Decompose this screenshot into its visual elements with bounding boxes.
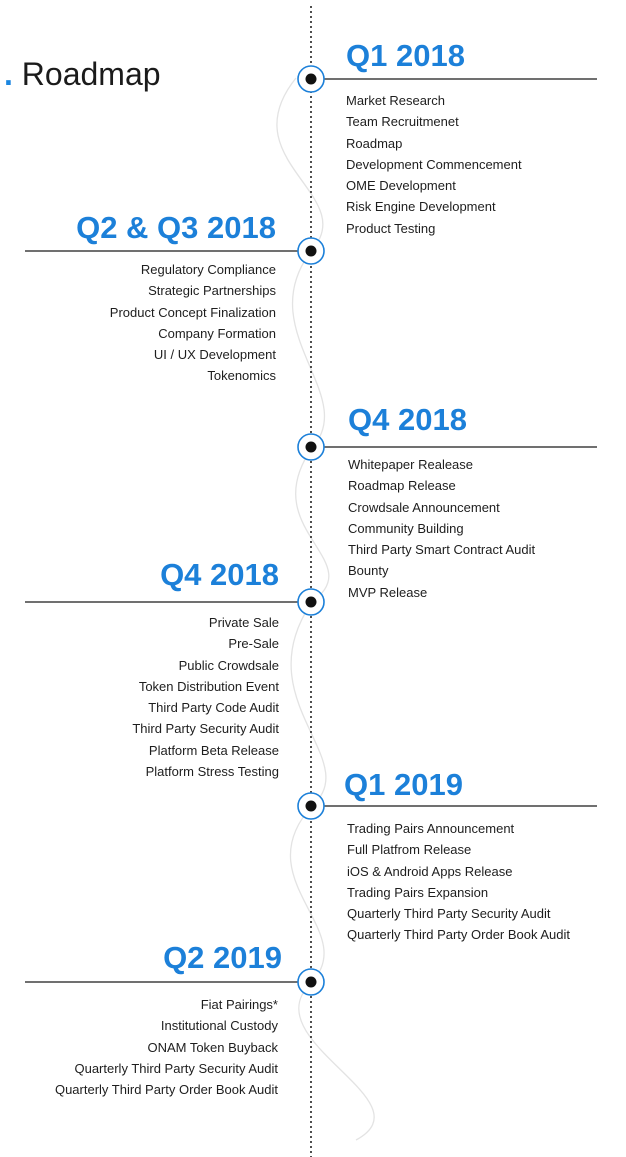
list-item: Strategic Partnerships — [148, 283, 276, 299]
list-item: Whitepaper Realease — [348, 457, 474, 472]
phase-title: Q1 2018 — [346, 38, 465, 73]
page-title-text: Roadmap — [21, 56, 161, 92]
phase-items-list: Regulatory Compliance Strategic Partners… — [110, 259, 276, 387]
timeline-marker-dot — [305, 976, 317, 988]
list-item: Quarterly Third Party Order Book Audit — [54, 1082, 278, 1098]
phase-title: Q2 2019 — [163, 940, 282, 975]
list-item: UI / UX Development — [153, 347, 276, 363]
list-item: Crowdsale Announcement — [348, 499, 500, 515]
list-item: OME Development — [346, 178, 456, 194]
list-item: Third Party Smart Contract Audit — [348, 542, 536, 558]
list-item: Platform Beta Release — [148, 742, 279, 758]
title-bullet: . — [4, 56, 13, 92]
list-item: Third Party Code Audit — [148, 700, 279, 716]
list-item: Bounty — [348, 563, 389, 579]
timeline-marker-dot — [305, 245, 317, 257]
list-item: Tokenomics — [207, 368, 276, 384]
list-item: Platform Stress Testing — [145, 764, 279, 780]
page-title: . Roadmap — [4, 54, 161, 94]
phase-items-list: Market Research Team Recruitmenet Roadma… — [346, 90, 522, 239]
list-item: Full Platfrom Release — [347, 842, 472, 858]
timeline-marker-dot — [305, 800, 317, 812]
list-item: Product Testing — [346, 220, 436, 236]
phase-items-list: Whitepaper Realease Roadmap Release Crow… — [348, 454, 535, 603]
list-item: Risk Engine Development — [346, 199, 496, 215]
list-item: Roadmap — [346, 135, 403, 151]
list-item: Trading Pairs Announcement — [347, 821, 515, 836]
list-item: Quarterly Third Party Security Audit — [347, 906, 551, 922]
phase-items-list: Trading Pairs Announcement Full Platfrom… — [347, 818, 570, 946]
list-item: Market Research — [346, 93, 445, 108]
list-item: iOS & Android Apps Release — [347, 863, 513, 879]
list-item: Regulatory Compliance — [140, 262, 276, 277]
list-item: Quarterly Third Party Security Audit — [74, 1060, 278, 1076]
list-item: Third Party Security Audit — [132, 721, 279, 737]
list-item: Company Formation — [158, 325, 276, 341]
list-item: Fiat Pairings* — [200, 997, 278, 1012]
phase-title: Q1 2019 — [344, 767, 463, 802]
timeline-marker-dot — [305, 596, 317, 608]
phase-title: Q4 2018 — [160, 557, 279, 592]
phase-items-list: Fiat Pairings* Institutional Custody ONA… — [55, 994, 278, 1100]
list-item: Quarterly Third Party Order Book Audit — [347, 927, 571, 943]
phase-title: Q4 2018 — [348, 402, 467, 437]
phase-items-list: Private Sale Pre-Sale Public Crowdsale T… — [132, 612, 279, 782]
list-item: Community Building — [348, 520, 464, 536]
list-item: Token Distribution Event — [138, 678, 279, 694]
list-item: ONAM Token Buyback — [147, 1039, 278, 1055]
list-item: Pre-Sale — [228, 636, 279, 652]
list-item: Product Concept Finalization — [109, 304, 276, 320]
list-item: Public Crowdsale — [178, 657, 279, 673]
timeline-marker-dot — [305, 73, 317, 85]
list-item: Team Recruitmenet — [346, 114, 459, 130]
timeline-marker-dot — [305, 441, 317, 453]
list-item: Institutional Custody — [160, 1018, 278, 1034]
phase-title: Q2 & Q3 2018 — [76, 210, 276, 245]
list-item: Private Sale — [208, 615, 279, 630]
list-item: Trading Pairs Expansion — [347, 884, 489, 900]
list-item: Development Commencement — [346, 156, 522, 172]
list-item: MVP Release — [348, 584, 428, 600]
list-item: Roadmap Release — [348, 478, 456, 494]
